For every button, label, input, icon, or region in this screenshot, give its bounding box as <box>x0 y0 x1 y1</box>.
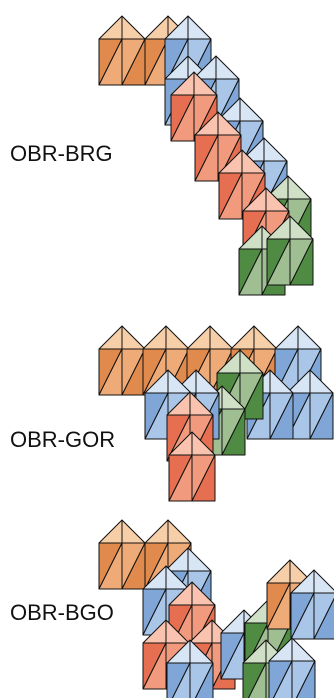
structure-obr-brg <box>98 15 314 296</box>
structure-obr-gor <box>98 325 334 502</box>
obr-bgo-unit-2-cap-right <box>167 519 192 544</box>
structure-label-obr-brg: OBR-BRG <box>10 141 113 166</box>
structure-label-obr-bgo: OBR-BGO <box>10 600 114 625</box>
obr-bgo-unit-9-cap-left <box>220 609 245 634</box>
obr-bgo-unit-14-face-d <box>295 660 316 698</box>
obr-bgo-unit-12-cap-right <box>313 569 334 594</box>
obr-bgo-unit-8-face-d <box>194 662 214 698</box>
obr-bgo-unit-12-face-d <box>313 597 334 640</box>
obr-bgo-unit-3-cap-right <box>187 547 212 572</box>
obr-gor-unit-9-face-d <box>221 408 246 456</box>
obr-bgo-unit-14-cap-right <box>291 637 316 662</box>
obr-bgo-unit-2-cap-left <box>144 519 169 544</box>
obr-bgo-unit-1-cap-left <box>98 519 123 544</box>
obr-gor-unit-13-face-d <box>191 454 216 502</box>
structure-label-obr-gor: OBR-GOR <box>10 427 116 452</box>
obr-bgo-unit-11-cap-left <box>266 559 291 584</box>
obr-brg-unit-14-face-d <box>289 238 314 286</box>
obr-bgo-unit-10-cap-left <box>244 599 269 624</box>
obr-gor-unit-6-face-d <box>309 392 334 440</box>
obr-gor-unit-7-face-d <box>269 392 294 440</box>
obr-gor-unit-8-face-d <box>239 372 264 420</box>
obr-bgo-unit-1-cap-right <box>121 519 146 544</box>
